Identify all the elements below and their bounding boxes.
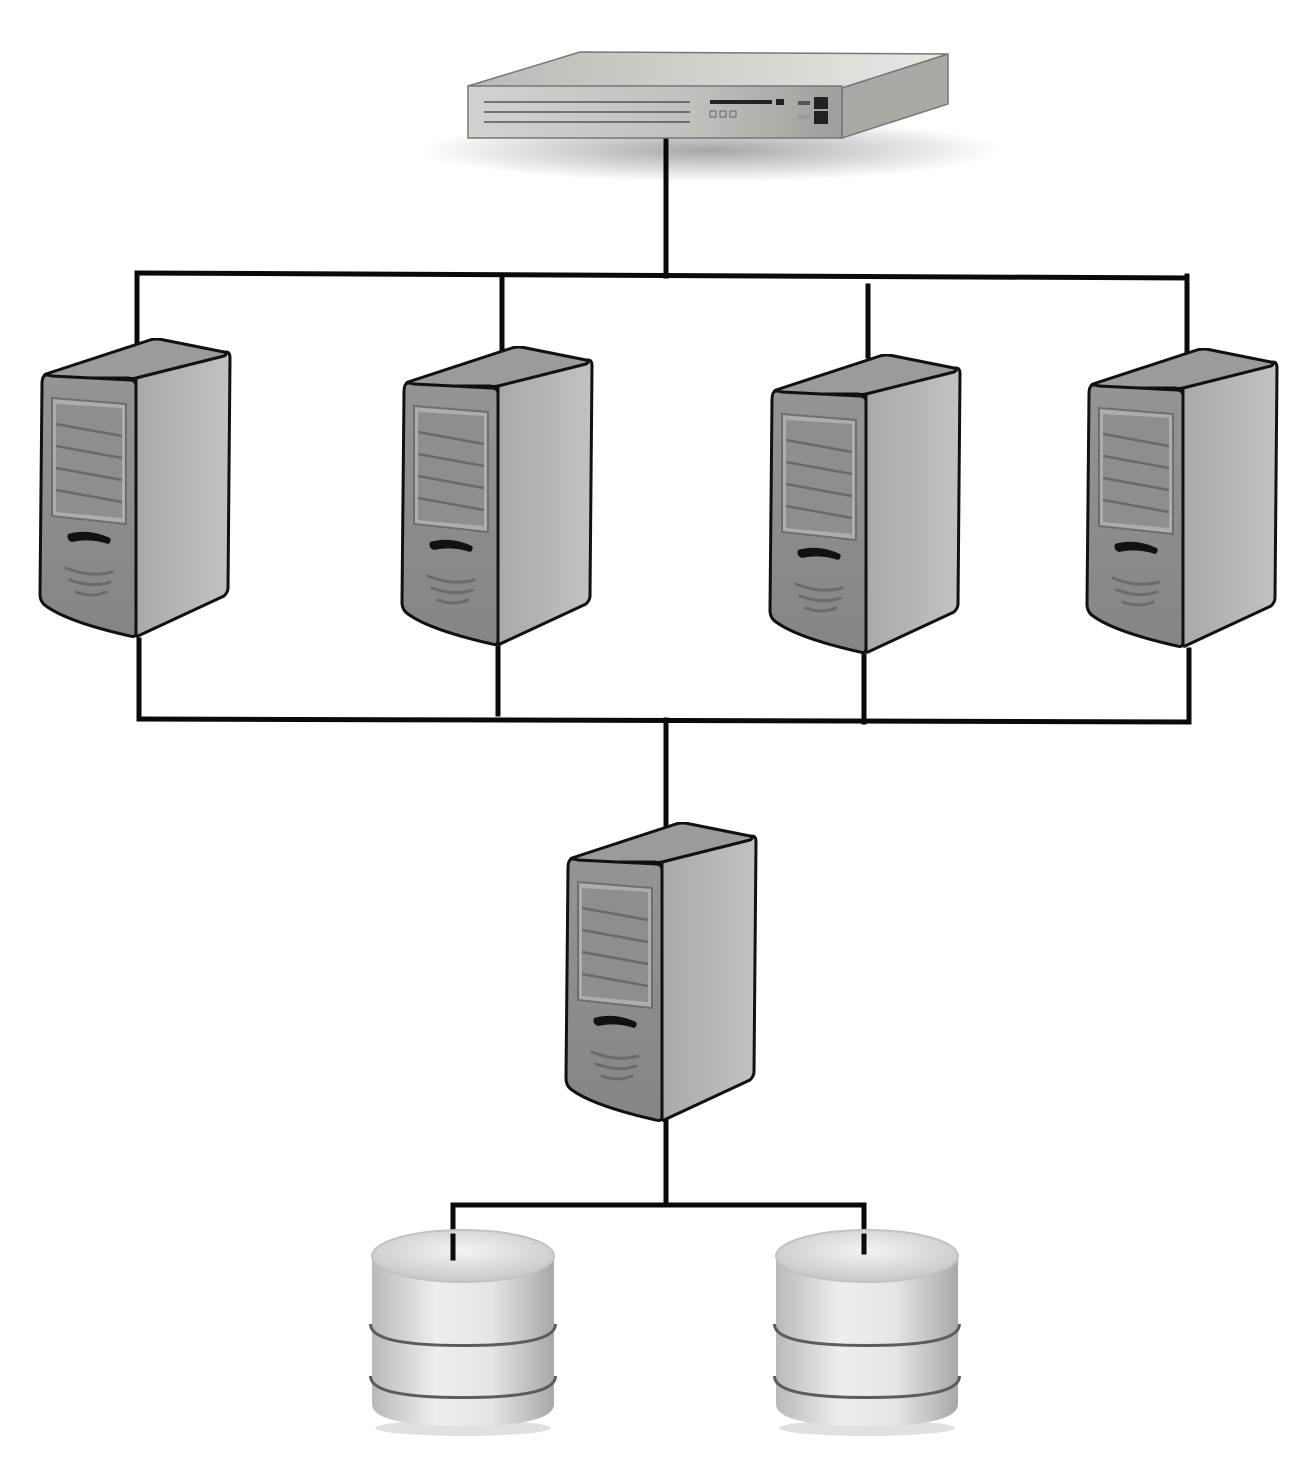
upper-bus-line	[134, 270, 1190, 281]
connection-lines	[134, 135, 1192, 1261]
database-icon	[776, 1230, 958, 1436]
server-tower-icon	[1085, 348, 1279, 648]
server-tower-icon	[564, 822, 758, 1122]
server-tower-icon	[768, 354, 962, 654]
network-switch-icon	[420, 51, 1000, 182]
server-tower-icon	[400, 346, 594, 646]
server-tower-icon	[38, 338, 232, 638]
database-icon	[372, 1230, 554, 1436]
